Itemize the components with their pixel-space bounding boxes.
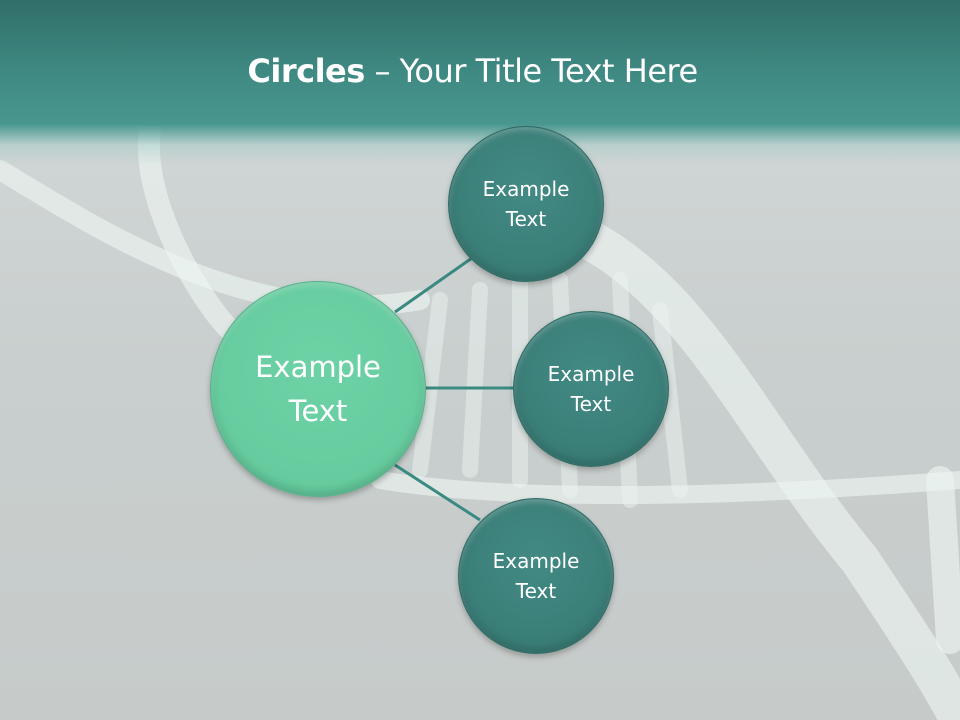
title-bold: Circles bbox=[247, 52, 365, 90]
node-line2: Text bbox=[515, 579, 557, 603]
slide-title: Circles – Your Title Text Here bbox=[0, 52, 945, 90]
node-line1: Example bbox=[492, 549, 580, 573]
node-line2: Text bbox=[570, 392, 612, 416]
node-line1: Example bbox=[547, 362, 635, 386]
title-banner bbox=[0, 0, 960, 165]
connector-bottom bbox=[394, 463, 481, 522]
node-line2: Text bbox=[505, 207, 547, 231]
center-line1: Example bbox=[255, 350, 381, 384]
node-line1: Example bbox=[482, 177, 570, 201]
center-line2: Text bbox=[288, 394, 348, 428]
title-rest: – Your Title Text Here bbox=[364, 52, 698, 90]
connector-top bbox=[394, 256, 473, 314]
